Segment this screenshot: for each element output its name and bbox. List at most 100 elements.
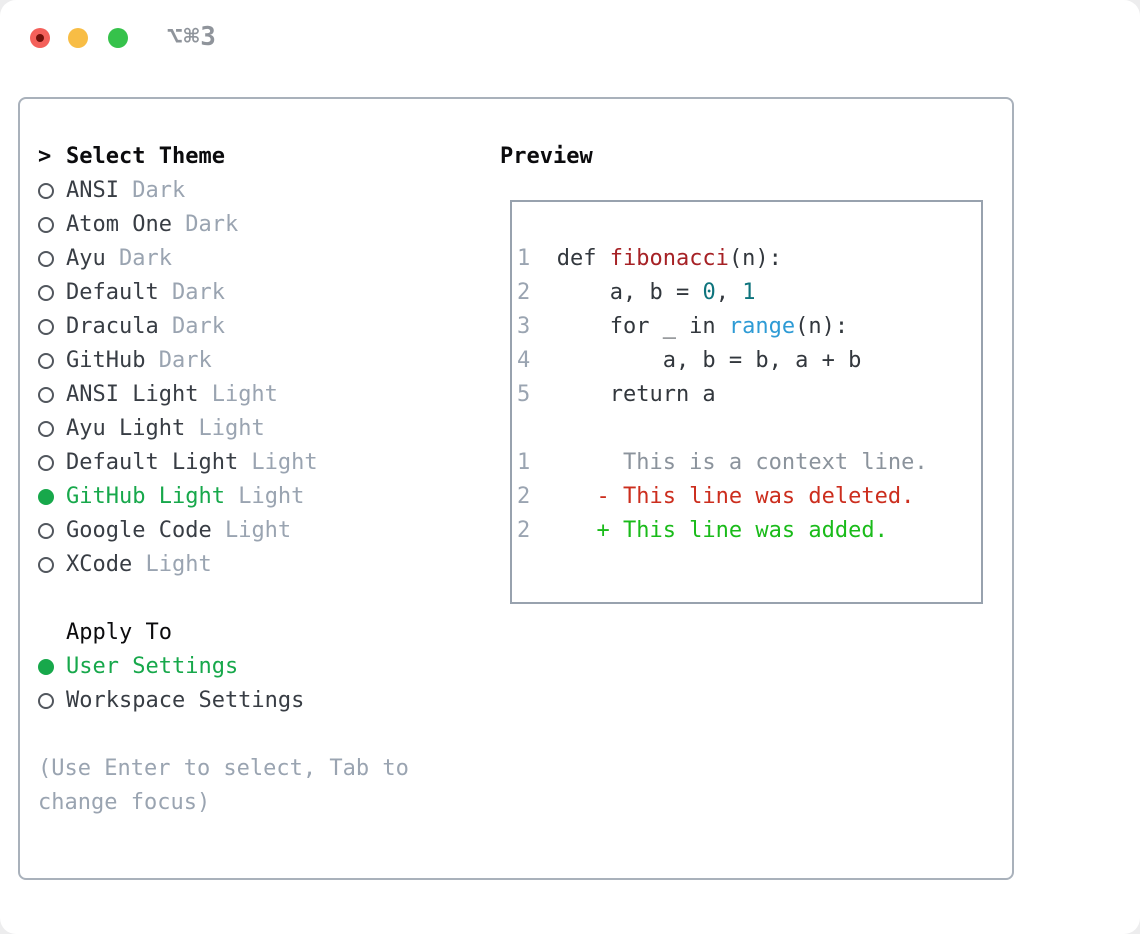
option-variant-label: Light xyxy=(185,416,265,441)
code-segment-del: - This line was deleted. xyxy=(556,484,915,509)
option-label: XCode xyxy=(66,552,133,577)
radio-icon xyxy=(38,557,66,573)
line-number: 2 xyxy=(517,280,531,305)
option-variant-label: Dark xyxy=(158,314,225,339)
option-label: Workspace Settings xyxy=(66,688,305,713)
option-variant-label: Dark xyxy=(171,212,239,237)
radio-icon xyxy=(38,387,66,403)
option-variant-label: Light xyxy=(238,450,318,475)
line-number: 2 xyxy=(517,484,531,509)
option-label: GitHub Light xyxy=(66,484,225,509)
option-variant-label: Light xyxy=(198,382,278,407)
option-variant-label: Light xyxy=(132,552,212,577)
theme-option[interactable]: ANSI Dark xyxy=(38,174,468,208)
line-number: 2 xyxy=(517,518,531,543)
code-segment-code: , xyxy=(715,280,743,305)
code-blank-line xyxy=(517,412,981,446)
theme-option[interactable]: Default Light Light xyxy=(38,446,468,480)
apply-to-option[interactable]: User Settings xyxy=(38,650,468,684)
apply-to-header-label: Apply To xyxy=(66,620,172,645)
code-line: 2 + This line was added. xyxy=(517,514,981,548)
option-label: Dracula xyxy=(66,314,159,339)
option-label: ANSI Light xyxy=(66,382,199,407)
theme-option[interactable]: Google Code Light xyxy=(38,514,468,548)
theme-option[interactable]: Dracula Dark xyxy=(38,310,468,344)
code-segment-code: for _ in xyxy=(556,314,729,339)
code-line: 4 a, b = b, a + b xyxy=(517,344,981,378)
theme-option[interactable]: GitHub Light Light xyxy=(38,480,468,514)
line-number: 3 xyxy=(517,314,531,339)
option-label: ANSI xyxy=(66,178,119,203)
theme-option[interactable]: Default Dark xyxy=(38,276,468,310)
apply-to-option[interactable]: Workspace Settings xyxy=(38,684,468,718)
theme-option[interactable]: Atom One Dark xyxy=(38,208,468,242)
option-label: GitHub xyxy=(66,348,146,373)
option-label: Atom One xyxy=(66,212,172,237)
apply-to-header: Apply To xyxy=(38,616,468,650)
radio-icon xyxy=(38,421,66,437)
radio-icon xyxy=(38,251,66,267)
option-variant-label: Dark xyxy=(145,348,212,373)
code-segment-func: fibonacci xyxy=(609,246,729,271)
spacer xyxy=(38,582,468,616)
radio-icon xyxy=(38,693,66,709)
code-line: 1 This is a context line. xyxy=(517,446,981,480)
theme-option[interactable]: GitHub Dark xyxy=(38,344,468,378)
select-theme-header: >Select Theme xyxy=(38,140,468,174)
line-number: 1 xyxy=(517,246,531,271)
close-button-icon[interactable] xyxy=(30,28,50,48)
zoom-button-icon[interactable] xyxy=(108,28,128,48)
option-label: Default Light xyxy=(66,450,239,475)
code-segment-num: 0 xyxy=(702,280,716,305)
radio-icon xyxy=(38,319,66,335)
code-line: 2 - This line was deleted. xyxy=(517,480,981,514)
keyboard-hint: (Use Enter to select, Tab to change focu… xyxy=(38,756,409,815)
radio-icon xyxy=(38,353,66,369)
theme-option[interactable]: XCode Light xyxy=(38,548,468,582)
radio-selected-icon xyxy=(38,489,66,505)
code-line: 2 a, b = 0, 1 xyxy=(517,276,981,310)
code-segment-builtin: range xyxy=(728,314,796,339)
radio-icon xyxy=(38,523,66,539)
focus-caret-icon: > xyxy=(38,144,52,169)
code-segment-ctx: This is a context line. xyxy=(556,450,928,475)
radio-selected-icon xyxy=(38,659,66,675)
code-line: 5 return a xyxy=(517,378,981,412)
theme-option[interactable]: Ayu Dark xyxy=(38,242,468,276)
line-number: 4 xyxy=(517,348,531,373)
radio-icon xyxy=(38,285,66,301)
option-variant-label: Dark xyxy=(158,280,225,305)
code-segment-code: (n): xyxy=(728,246,782,271)
code-segment-code: return a xyxy=(556,382,716,407)
line-number: 5 xyxy=(517,382,531,407)
minimize-button-icon[interactable] xyxy=(68,28,88,48)
option-label: Default xyxy=(66,280,159,305)
option-variant-label: Dark xyxy=(118,178,186,203)
option-variant-label: Light xyxy=(224,484,305,509)
option-label: User Settings xyxy=(66,654,239,679)
window-title: ⌥⌘3 xyxy=(167,22,217,52)
option-label: Ayu xyxy=(66,246,106,271)
code-segment-code: a, b = b, a + b xyxy=(556,348,862,373)
code-segment-add: + This line was added. xyxy=(556,518,888,543)
option-label: Ayu Light xyxy=(66,416,186,441)
code-segment-code: (n): xyxy=(795,314,849,339)
option-variant-label: Light xyxy=(211,518,292,543)
option-label: Google Code xyxy=(66,518,212,543)
radio-icon xyxy=(38,455,66,471)
line-number: 1 xyxy=(517,450,531,475)
theme-option[interactable]: Ayu Light Light xyxy=(38,412,468,446)
preview-header: Preview xyxy=(500,144,593,169)
code-segment-num: 1 xyxy=(742,280,756,305)
radio-icon xyxy=(38,183,66,199)
code-segment-code: a, b = xyxy=(556,280,703,305)
theme-option[interactable]: ANSI Light Light xyxy=(38,378,468,412)
code-line: 3 for _ in range(n): xyxy=(517,310,981,344)
